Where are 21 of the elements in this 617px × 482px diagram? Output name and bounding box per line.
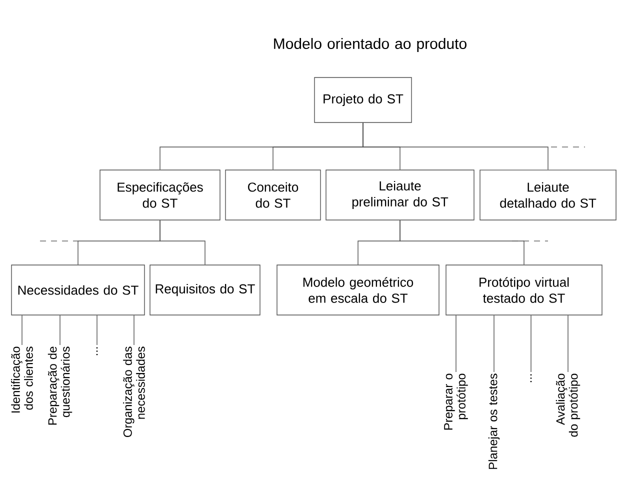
- process-box: Leiaute preliminar do ST: [326, 170, 474, 220]
- process-box: Protótipo virtual testado do ST: [446, 264, 602, 316]
- activity-label: ...: [530, 374, 532, 382]
- activity-label: ...: [96, 347, 98, 356]
- connector-line: [530, 315, 532, 372]
- connector-line: [400, 220, 524, 265]
- process-box: Requisitos do ST: [150, 264, 260, 316]
- connector-line: [160, 220, 206, 265]
- connector-line: [362, 122, 548, 170]
- process-box: Especificações do ST: [100, 170, 220, 220]
- activity-label: Preparar o protótipo: [444, 374, 468, 430]
- process-box: Necessidades do ST: [11, 264, 145, 316]
- activity-label: Avaliação do protótipo: [556, 374, 580, 437]
- process-box: Conceito do ST: [225, 170, 321, 220]
- activity-label: Planejar os testes: [488, 374, 500, 469]
- process-box: Leiaute detalhado do ST: [480, 170, 616, 220]
- process-box: Projeto do ST: [314, 77, 412, 123]
- connector-line: [96, 315, 98, 346]
- activity-label: Identificação dos clientes: [11, 346, 33, 412]
- process-box: Modelo geométrico em escala do ST: [276, 264, 440, 316]
- title: Modelo orientado ao produto: [274, 38, 466, 52]
